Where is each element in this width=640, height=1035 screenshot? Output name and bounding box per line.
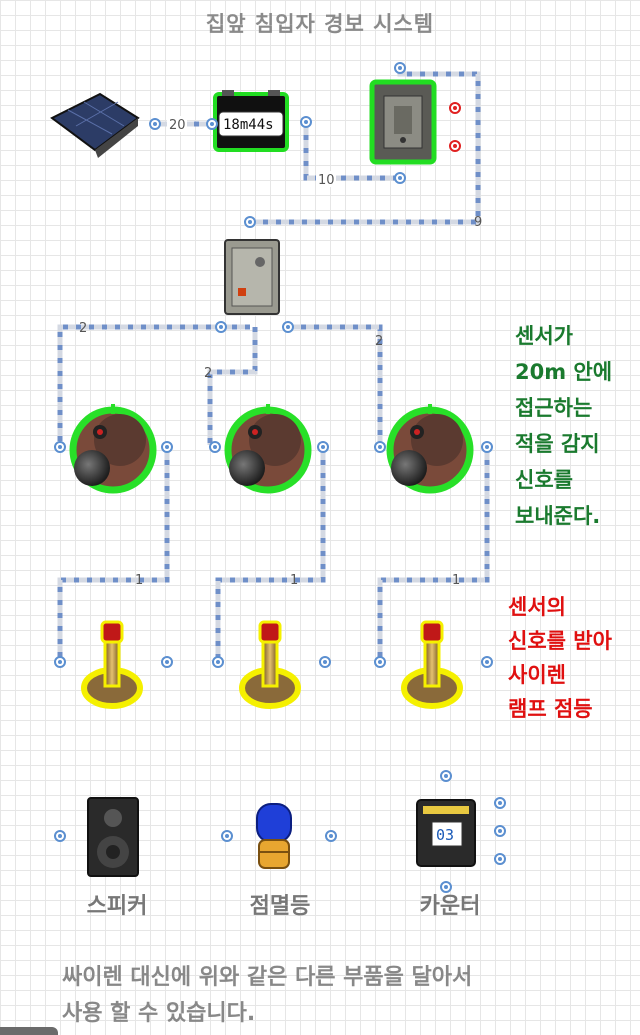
strobe-light-icon[interactable] xyxy=(256,803,292,869)
wire-label-solar: 20 xyxy=(169,118,186,133)
wire-label-siren-1: 1 xyxy=(135,573,143,588)
siren-3-icon[interactable] xyxy=(401,620,463,709)
bottom-scroll-tab[interactable] xyxy=(0,1027,58,1035)
sensor-2-icon[interactable] xyxy=(224,404,312,494)
switch-box-icon[interactable] xyxy=(369,79,437,165)
siren-2-icon[interactable] xyxy=(239,620,301,709)
wire-label-siren-2: 1 xyxy=(290,573,298,588)
branch-box-icon[interactable] xyxy=(224,239,280,315)
sensor-note-line: 접근하는 xyxy=(515,396,593,420)
battery-timer: 18m44s xyxy=(223,117,274,133)
page-title: 집앞 침입자 경보 시스템 xyxy=(205,12,435,36)
wire-label-battery: 10 xyxy=(318,173,335,188)
wire-label-branch-right: 2 xyxy=(375,334,383,349)
sensor-note-line: 센서가 xyxy=(515,324,573,348)
siren-1-icon[interactable] xyxy=(81,620,143,709)
counter-icon[interactable]: 03 xyxy=(416,799,476,867)
sensor-note-line: 적을 감지 xyxy=(515,432,600,456)
siren-note-line: 신호를 받아 xyxy=(508,629,612,653)
footer-line-2: 사용 할 수 있습니다. xyxy=(62,1001,256,1026)
wire-label-switch: 9 xyxy=(474,215,482,230)
speaker-label: 스피커 xyxy=(86,894,148,919)
siren-note-line: 센서의 xyxy=(508,595,566,619)
sensor-3-icon[interactable] xyxy=(386,404,474,494)
speaker-icon[interactable] xyxy=(87,797,139,877)
strobe-label: 점멸등 xyxy=(249,894,311,919)
sensor-note: 센서가 20m 안에 접근하는 적을 감지 신호를 보내준다. xyxy=(515,318,612,534)
connection-nodes xyxy=(54,62,506,893)
sensor-1-icon[interactable] xyxy=(69,404,157,494)
siren-note-line: 사이렌 xyxy=(508,663,566,687)
counter-display: 03 xyxy=(436,826,454,844)
wire-label-branch-left: 2 xyxy=(79,321,87,336)
footer-note: 싸이렌 대신에 위와 같은 다른 부품을 달아서 사용 할 수 있습니다. xyxy=(62,960,472,1032)
switch-red-nodes xyxy=(449,102,461,152)
footer-line-1: 싸이렌 대신에 위와 같은 다른 부품을 달아서 xyxy=(62,965,473,990)
siren-note-line: 램프 점등 xyxy=(508,697,593,721)
wire-label-siren-3: 1 xyxy=(452,573,460,588)
sensor-note-line: 20m 안에 xyxy=(515,360,613,384)
solar-panel-icon[interactable] xyxy=(50,92,140,158)
sensor-note-line: 신호를 xyxy=(515,468,573,492)
wire-branch-middle xyxy=(207,327,258,445)
sensor-note-line: 보내준다. xyxy=(515,504,601,528)
counter-label: 카운터 xyxy=(419,894,481,919)
siren-note: 센서의 신호를 받아 사이렌 램프 점등 xyxy=(508,590,612,726)
wire-label-branch-middle: 2 xyxy=(204,366,212,381)
wire-branch-right xyxy=(288,324,383,445)
battery-icon[interactable]: 18m44s xyxy=(213,90,289,152)
